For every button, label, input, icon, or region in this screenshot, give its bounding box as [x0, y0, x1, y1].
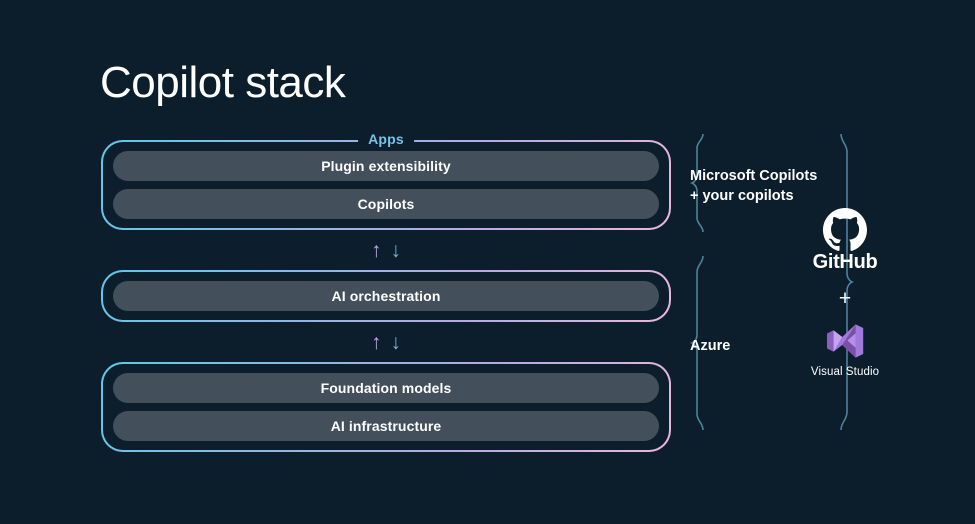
row-ai-infrastructure[interactable]: AI infrastructure — [113, 411, 659, 441]
group-foundation-body: Foundation models AI infrastructure — [103, 364, 669, 450]
copilot-stack: Apps Plugin extensibility Copilots ↑ ↓ A… — [101, 129, 671, 452]
annotation-azure: Azure — [690, 338, 731, 354]
page-title: Copilot stack — [100, 58, 346, 107]
group-foundation[interactable]: Foundation models AI infrastructure — [101, 362, 671, 452]
visual-studio-logo-group[interactable]: Visual Studio — [811, 321, 879, 378]
annotation-copilots-line2: + your copilots — [690, 188, 794, 204]
bracket-dev-tools — [840, 133, 855, 431]
row-copilots[interactable]: Copilots — [113, 189, 659, 219]
github-logo-group[interactable]: GitHub — [813, 208, 878, 274]
arrow-down-icon: ↓ — [390, 238, 402, 262]
row-ai-orchestration[interactable]: AI orchestration — [113, 281, 659, 311]
bracket-azure — [689, 255, 704, 431]
github-octocat-icon — [822, 208, 867, 251]
group-ai-orchestration[interactable]: AI orchestration — [101, 270, 671, 322]
arrow-up-icon: ↑ — [371, 330, 382, 354]
annotation-copilots-line1: Microsoft Copilots — [690, 168, 818, 184]
group-apps[interactable]: Apps Plugin extensibility Copilots — [101, 129, 671, 230]
dev-tools-logos: GitHub + Visual Studio — [786, 208, 904, 378]
group-ai-orchestration-body: AI orchestration — [103, 272, 669, 320]
visual-studio-icon — [827, 324, 864, 358]
visual-studio-wordmark: Visual Studio — [810, 366, 880, 378]
row-plugin-extensibility[interactable]: Plugin extensibility — [113, 151, 659, 181]
row-foundation-models[interactable]: Foundation models — [113, 373, 659, 403]
github-wordmark: GitHub — [812, 251, 878, 273]
annotation-microsoft-copilots: Microsoft Copilots + your copilots — [690, 166, 817, 206]
group-apps-label: Apps — [358, 129, 414, 149]
arrow-up-icon: ↑ — [371, 238, 382, 262]
group-apps-body: Plugin extensibility Copilots — [103, 142, 669, 228]
bracket-copilots — [689, 133, 704, 233]
plus-icon: + — [838, 287, 852, 310]
connector-orchestration-to-foundation: ↑ ↓ — [101, 322, 671, 362]
connector-apps-to-orchestration: ↑ ↓ — [101, 230, 671, 270]
arrow-down-icon: ↓ — [390, 330, 402, 354]
